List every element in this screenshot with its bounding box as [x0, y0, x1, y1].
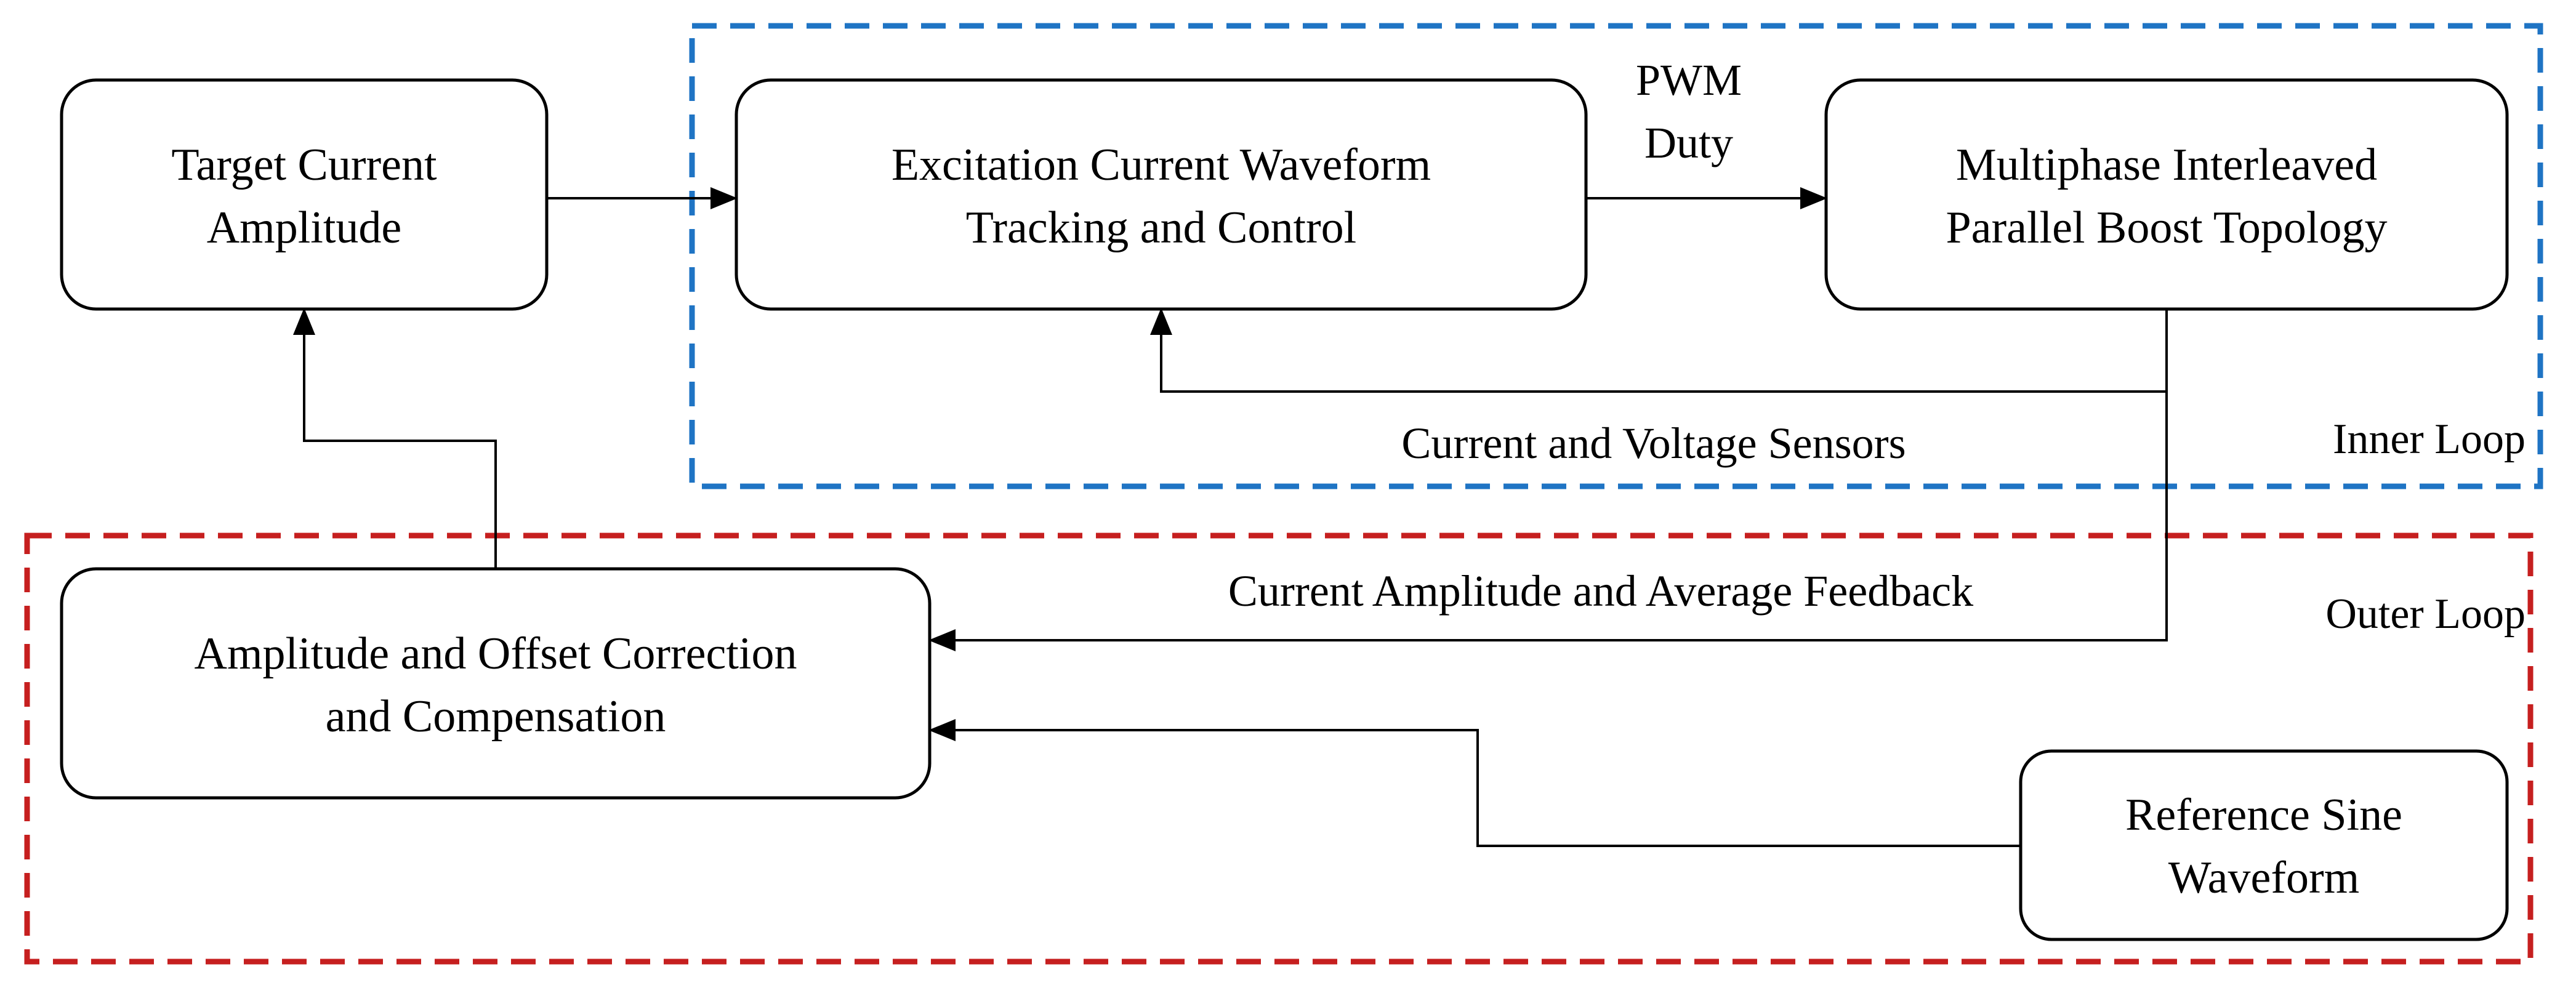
pwm-label: PWM — [1636, 55, 1742, 105]
reference-sine-line1: Reference Sine — [2125, 790, 2402, 840]
inner-loop-label: Inner Loop — [2333, 416, 2526, 463]
excitation-control-line1: Excitation Current Waveform — [892, 140, 1431, 190]
boost-topology-line2: Parallel Boost Topology — [1946, 203, 2388, 253]
boost-topology-line1: Multiphase Interleaved — [1956, 140, 2377, 190]
amplitude-offset-correction-line1: Amplitude and Offset Correction — [195, 629, 797, 679]
excitation-control-line2: Tracking and Control — [966, 203, 1356, 253]
reference-sine-line2: Waveform — [2168, 853, 2359, 903]
excitation-control-block: Excitation Current Waveform Tracking and… — [735, 78, 1588, 311]
amplitude-offset-correction-block: Amplitude and Offset Correction and Comp… — [60, 567, 932, 800]
reference-sine-block: Reference Sine Waveform — [2019, 749, 2509, 941]
outer-loop-label: Outer Loop — [2325, 590, 2526, 638]
amplitude-average-feedback-arrow — [928, 392, 2168, 651]
target-current-amplitude-line2: Amplitude — [207, 203, 402, 253]
sensor-feedback-arrow — [1150, 308, 2168, 393]
correction-to-target-arrow — [293, 308, 497, 569]
sensors-label: Current and Voltage Sensors — [1401, 419, 1906, 468]
boost-topology-block: Multiphase Interleaved Parallel Boost To… — [1824, 78, 2509, 311]
inner-loop-boundary — [689, 23, 2543, 489]
target-current-amplitude-block: Target Current Amplitude — [60, 78, 549, 311]
duty-label: Duty — [1644, 118, 1733, 167]
outer-loop-boundary — [24, 533, 2534, 965]
amplitude-offset-correction-line2: and Compensation — [326, 691, 666, 742]
feedback-label: Current Amplitude and Average Feedback — [1228, 566, 1973, 616]
reference-to-correction-arrow — [928, 719, 2021, 847]
target-current-amplitude-line1: Target Current — [171, 140, 437, 190]
